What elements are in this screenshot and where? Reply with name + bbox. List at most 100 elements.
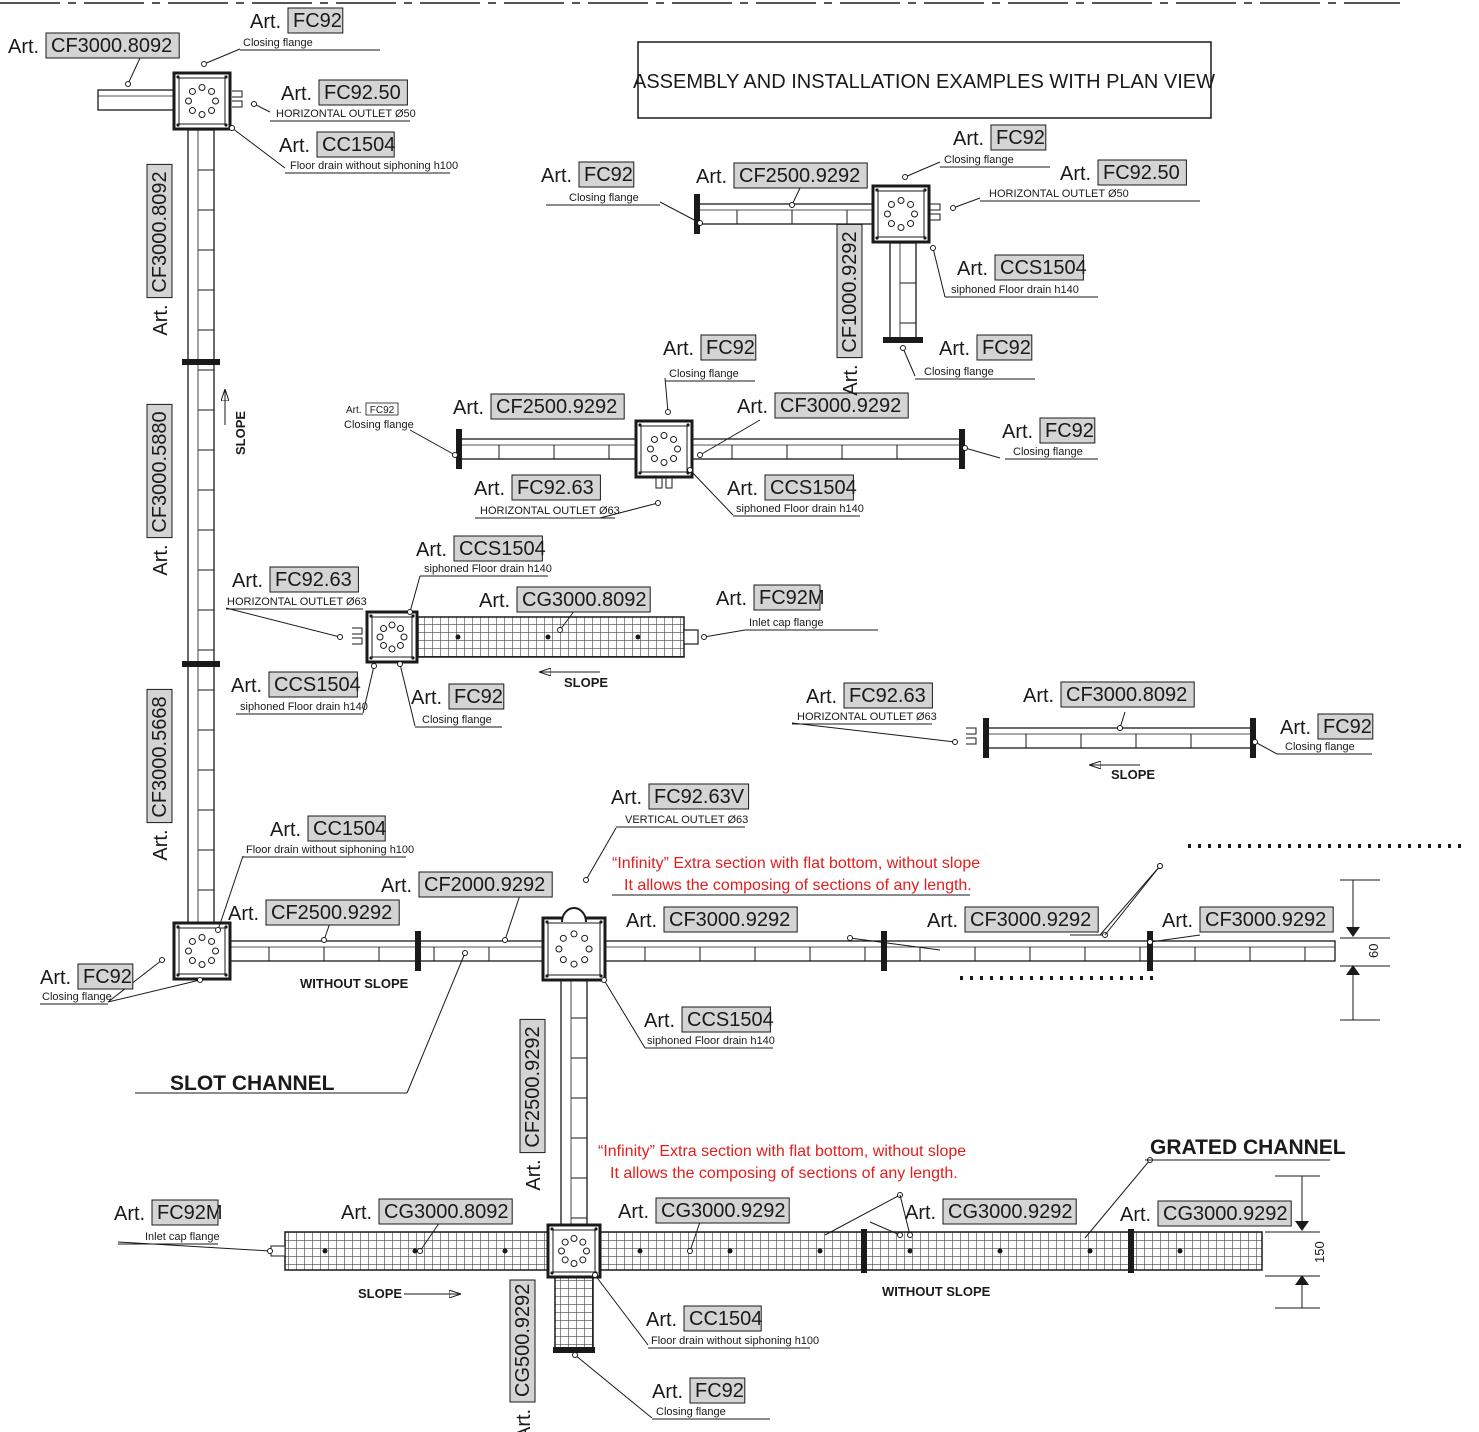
infinity-note-2: “Infinity” Extra section with flat botto…	[598, 1143, 966, 1182]
outlet-grated-upper	[352, 627, 363, 645]
part-description: Closing flange	[944, 154, 1014, 166]
channel-top-left-stub	[97, 89, 177, 111]
leader-dot	[502, 937, 508, 943]
leader-line	[409, 429, 456, 456]
leader-dot	[321, 937, 327, 943]
leader-dot	[371, 663, 377, 669]
art-prefix: Art.	[416, 539, 447, 561]
slope-label-4: SLOPE	[358, 1286, 402, 1301]
art-prefix: Art.	[150, 829, 172, 860]
joint-slot-1	[415, 931, 421, 971]
flange-top-right-end	[694, 194, 700, 234]
part-code: FC92.50	[1103, 162, 1180, 184]
part-code: FC92M	[157, 1202, 223, 1224]
leader-line	[1254, 741, 1278, 755]
leader-line	[117, 1241, 271, 1252]
channel-left-vertical	[187, 129, 215, 929]
art-prefix: Art.	[150, 304, 172, 335]
leader-line	[849, 937, 941, 951]
dimension-60: 60	[1366, 944, 1381, 958]
leader-line	[594, 1274, 649, 1346]
part-code: CCS1504	[459, 538, 546, 560]
part-code: FC92.63	[275, 569, 352, 591]
flange-grated-down	[553, 1347, 595, 1353]
part-description: siphoned Floor drain h140	[951, 284, 1079, 296]
leader-line	[362, 665, 375, 714]
drain-slot-left	[172, 921, 232, 981]
leader-line	[703, 629, 746, 638]
part-label: Art.CF2500.9292	[453, 393, 625, 420]
part-code: CCS1504	[274, 674, 361, 696]
leader-line	[504, 894, 521, 941]
leader-dot	[601, 977, 607, 983]
art-prefix: Art.	[523, 1159, 545, 1190]
leader-line	[932, 247, 946, 298]
part-code: CG3000.8092	[522, 589, 647, 611]
part-description: HORIZONTAL OUTLET Ø50	[276, 108, 416, 120]
part-code: CCS1504	[687, 1009, 774, 1031]
grated-channel-heading: GRATED CHANNEL	[1150, 1136, 1346, 1159]
art-prefix: Art.	[270, 819, 301, 841]
art-prefix: Art.	[716, 588, 747, 610]
art-prefix: Art.	[279, 135, 310, 157]
art-prefix: Art.	[611, 787, 642, 809]
drain-slot-center	[541, 916, 607, 982]
part-label: Art.CG3000.8092	[479, 586, 651, 613]
leader-dot	[687, 1248, 693, 1254]
part-description: HORIZONTAL OUTLET Ø63	[797, 711, 937, 723]
art-prefix: Art.	[1120, 1204, 1151, 1226]
channel-right-standalone	[985, 727, 1254, 749]
part-code: CC1504	[322, 134, 395, 156]
part-label: Art.CF3000.9292	[626, 906, 798, 933]
leader-line	[689, 1221, 701, 1252]
vertical-part-label: Art.CF1000.9292	[836, 223, 863, 396]
leader-dot	[267, 1248, 273, 1254]
leader-line	[824, 1194, 901, 1236]
leader-dot	[902, 174, 908, 180]
leader-line	[559, 609, 576, 631]
part-label: Art.CF2500.9292	[696, 162, 868, 189]
part-description: Closing flange	[243, 37, 313, 49]
leader-dot	[697, 220, 703, 226]
art-prefix: Art.	[1023, 685, 1054, 707]
leader-dot	[407, 609, 413, 615]
infinity-note-line1: “Infinity” Extra section with flat botto…	[612, 855, 980, 872]
part-code: FC92M	[759, 587, 825, 609]
part-code: CF3000.5880	[149, 411, 171, 532]
art-prefix: Art.	[905, 1202, 936, 1224]
art-prefix: Art.	[411, 687, 442, 709]
channel-top-right-vertical	[889, 242, 917, 341]
part-code: CF2000.9292	[424, 874, 545, 896]
vertical-part-label: Art.CF3000.5880	[146, 403, 173, 576]
slope-label-vertical: SLOPE	[233, 411, 248, 455]
flange-top-right-bottom	[883, 337, 923, 343]
part-description: Closing flange	[569, 192, 639, 204]
art-prefix: Art.	[646, 1309, 677, 1331]
art-prefix: Art.	[231, 675, 262, 697]
leader-dot	[930, 245, 936, 251]
joint-grated-2	[1128, 1229, 1134, 1273]
art-prefix: Art.	[644, 1010, 675, 1032]
leader-line	[419, 1221, 441, 1252]
part-code: CF3000.9292	[970, 909, 1091, 931]
leader-line	[127, 57, 141, 85]
leader-dot	[592, 1272, 598, 1278]
art-prefix: Art.	[1060, 163, 1091, 185]
leader-dot	[397, 661, 403, 667]
channel-top-right-horizontal	[696, 203, 874, 225]
leader-line	[107, 979, 201, 1003]
part-code: CF2500.9292	[271, 902, 392, 924]
part-label: Art.CF2500.9292	[228, 899, 400, 926]
part-label: Art.CF3000.9292	[927, 906, 1099, 933]
leader-dot	[337, 634, 343, 640]
